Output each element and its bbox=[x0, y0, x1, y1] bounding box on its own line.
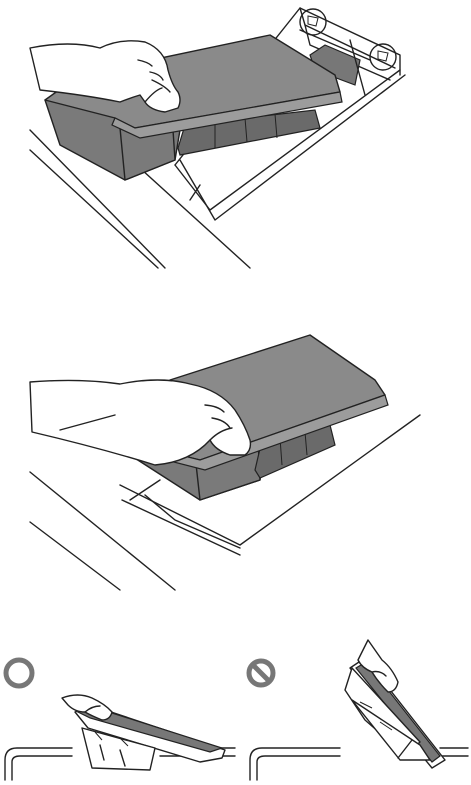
step-1-panel bbox=[30, 8, 405, 268]
step-2-panel bbox=[30, 335, 420, 590]
incorrect-example bbox=[249, 640, 468, 780]
tab-highlight-right bbox=[370, 44, 396, 70]
circle-ok-icon bbox=[6, 660, 32, 686]
prohibited-icon bbox=[249, 661, 273, 685]
correct-example bbox=[5, 660, 235, 780]
